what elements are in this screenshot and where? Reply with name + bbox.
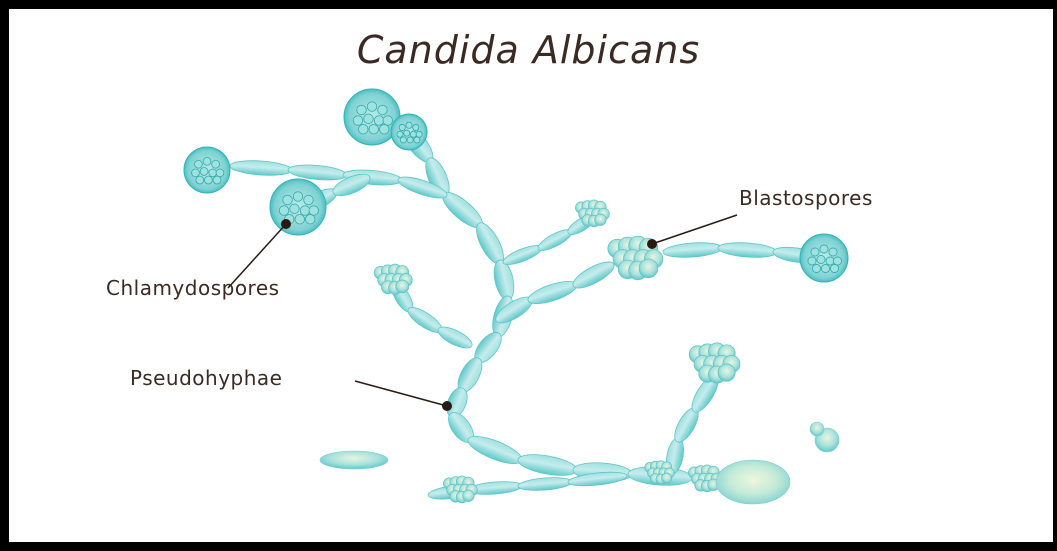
chlamydospore-granule: [192, 169, 200, 177]
chlamydospores-label: Chlamydospores: [106, 276, 280, 300]
chlamydospore-granule: [374, 116, 384, 126]
chlamydospore-granule: [364, 114, 374, 124]
chlamydospore-granule: [305, 214, 315, 224]
free-spore: [320, 451, 388, 469]
spore-clusters: [184, 89, 848, 504]
hypha-segment: [465, 431, 525, 469]
blastospore-bud: [718, 364, 735, 381]
blastospore-bud: [396, 280, 409, 293]
chlamydospore-granule: [413, 124, 419, 130]
chlamydospore-granule: [283, 195, 293, 205]
chlamydospore-granule: [212, 160, 220, 168]
chlamydospore-granule: [379, 124, 389, 134]
hypha-segment: [501, 242, 544, 269]
chlamydospore-granule: [358, 124, 368, 134]
chlamydospore-granule: [353, 116, 363, 126]
blastospore-bud: [639, 259, 658, 278]
blastospore-bud: [463, 490, 475, 502]
blastospore-bud: [662, 473, 672, 483]
chlamydospore-granule: [826, 257, 834, 265]
chlamydospore-granule: [203, 157, 211, 165]
chlamydospore-granule: [833, 257, 841, 265]
chlamydospore-granule: [808, 257, 816, 265]
chlamydospore-granule: [397, 131, 403, 137]
chlamydospore-granule: [295, 214, 305, 224]
chlamydospore-granule: [410, 131, 416, 137]
hypha-segment: [518, 476, 573, 492]
hypha-segment: [491, 258, 517, 302]
chlamydospore-granule: [378, 105, 388, 115]
chlamydospore-granule: [416, 131, 422, 137]
pseudohyphae-label: Pseudohyphae: [130, 366, 282, 390]
chlamydospore-granule: [357, 105, 367, 115]
chlamydospore-granule: [414, 137, 420, 143]
chlamydospore-granule: [399, 124, 405, 130]
chlamydospore-granule: [406, 122, 412, 128]
free-spore: [810, 422, 824, 436]
blastospore-bud: [595, 214, 607, 226]
chlamydospore-granule: [817, 255, 825, 263]
chlamydospore-granule: [290, 204, 300, 214]
chlamydospore-granule: [279, 206, 289, 216]
hypha-segment: [435, 323, 475, 352]
chlamydospore-granule: [811, 248, 819, 256]
chlamydospore-granule: [213, 176, 221, 184]
chlamydospore-granule: [367, 102, 377, 112]
blastospores-pointer-dot: [647, 239, 657, 249]
hypha-segment: [662, 241, 722, 259]
chlamydospore-granule: [821, 264, 829, 272]
chlamydospore-granule: [200, 168, 208, 176]
chlamydospore-granule: [194, 160, 202, 168]
pseudohyphae-pointer-line: [355, 381, 447, 406]
chlamydospore-granule: [369, 124, 379, 134]
chlamydospore-granule: [400, 137, 406, 143]
chlamydospore-granule: [829, 248, 837, 256]
chlamydospore-granule: [300, 206, 310, 216]
chlamydospore-granule: [205, 176, 213, 184]
chlamydospore-granule: [304, 195, 314, 205]
chlamydospore-granule: [309, 206, 319, 216]
chlamydospore-granule: [812, 264, 820, 272]
pseudohyphae-pointer-dot: [442, 401, 452, 411]
hypha-segment: [230, 159, 293, 177]
blastospores-pointer-line: [652, 215, 737, 244]
chlamydospore-granule: [383, 116, 393, 126]
chlamydospore-granule: [293, 192, 303, 202]
large-spore: [716, 460, 790, 504]
chlamydospore-granule: [820, 245, 828, 253]
pseudohyphae-segments: [230, 121, 821, 501]
hypha-segment: [526, 277, 580, 308]
hypha-segment: [516, 451, 578, 479]
chlamydospores-pointer-dot: [281, 219, 291, 229]
hypha-segment: [569, 257, 617, 293]
chlamydospore-granule: [830, 264, 838, 272]
chlamydospore-granule: [209, 169, 217, 177]
chlamydospore-granule: [196, 176, 204, 184]
hypha-segment: [717, 241, 777, 259]
chlamydospore-granule: [407, 137, 413, 143]
blastospores-label: Blastospores: [739, 186, 873, 210]
chlamydospore-granule: [216, 169, 224, 177]
chlamydospore-granule: [404, 130, 410, 136]
